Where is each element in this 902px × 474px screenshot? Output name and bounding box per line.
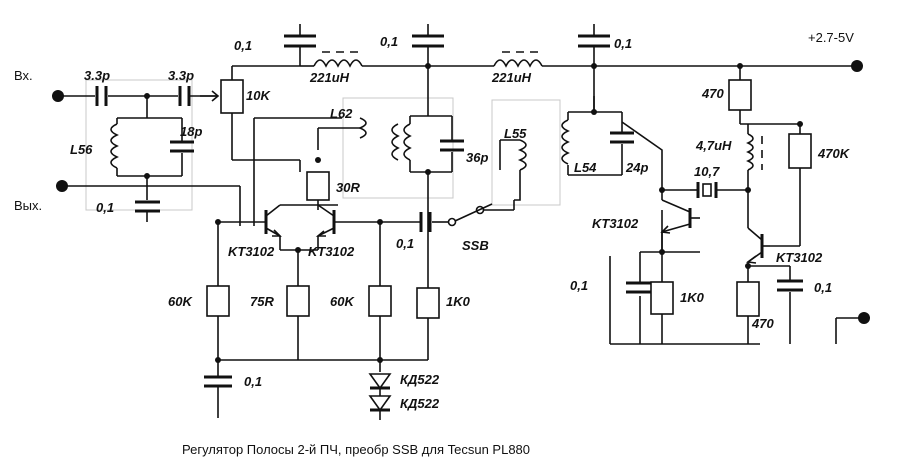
resistor-60k-b [368, 285, 392, 317]
label-c-18p: 18p [180, 124, 202, 139]
capacitor-q4-emitter [777, 279, 803, 292]
label-c-out: 0,1 [96, 200, 114, 215]
transistor-q4 [745, 227, 770, 264]
label-q2: KT3102 [308, 244, 355, 259]
label-r-30: 30R [336, 180, 360, 195]
ground-terminal [858, 312, 870, 324]
label-r-60k-b: 60K [330, 294, 355, 309]
label-q3: KT3102 [592, 216, 639, 231]
label-pot-10k: 10K [246, 88, 271, 103]
label-r-1k0-a: 1K0 [446, 294, 471, 309]
resistor-470k [788, 133, 812, 169]
diode-kd522-1 [368, 373, 392, 390]
label-l-221a: 221uH [309, 70, 350, 85]
label-c-in2: 3.3p [168, 68, 194, 83]
label-d2: КД522 [400, 396, 440, 411]
ssb-switch [447, 203, 493, 227]
label-l55: L55 [504, 126, 527, 141]
label-r-60k-a: 60K [168, 294, 193, 309]
transistor-q3 [660, 190, 700, 252]
label-c-36p: 36p [466, 150, 488, 165]
capacitor-output [135, 200, 160, 222]
resistor-60k-a [206, 285, 230, 317]
label-r-1k0-b: 1K0 [680, 290, 705, 305]
potentiometer-10k [220, 79, 244, 114]
capacitor-18p [170, 140, 194, 153]
shield-outline-middle [342, 97, 454, 199]
diode-kd522-2 [368, 388, 392, 420]
inductor-l56 [110, 123, 119, 169]
label-c-top1: 0,1 [234, 38, 252, 53]
label-c-24p: 24p [625, 160, 648, 175]
resistor-470-bottom [736, 281, 760, 317]
label-xtal: 10,7 [694, 164, 720, 179]
label-r-470-bot: 470 [751, 316, 774, 331]
output-terminal [56, 180, 68, 192]
inductor-middle-tank [391, 123, 412, 161]
input-terminal [52, 90, 64, 102]
inductor-l62 [357, 117, 367, 139]
label-c-top2: 0,1 [380, 34, 398, 49]
output-label: Вых. [14, 198, 42, 213]
label-c-in1: 3.3p [84, 68, 110, 83]
capacitor-3p3-b [178, 86, 191, 106]
resistor-470-top [728, 79, 752, 111]
inductor-l55 [514, 139, 527, 201]
capacitor-coupling [419, 212, 432, 232]
resistor-75r [286, 285, 310, 317]
transistor-q2 [315, 204, 336, 237]
label-q1: KT3102 [228, 244, 275, 259]
label-r-75: 75R [250, 294, 274, 309]
resistor-1k0-b [650, 281, 674, 315]
label-c-bot: 0,1 [244, 374, 262, 389]
label-r-470k: 470K [817, 146, 851, 161]
label-c-top3: 0,1 [614, 36, 632, 51]
label-c-q4e: 0,1 [814, 280, 832, 295]
label-l56: L56 [70, 142, 93, 157]
inductor-l54 [561, 119, 570, 165]
capacitor-36p [440, 139, 464, 152]
capacitor-top-1 [284, 24, 316, 56]
crystal-10-7 [696, 182, 718, 198]
capacitor-top-3 [578, 24, 610, 56]
diagram-caption: Регулятор Полосы 2-й ПЧ, преобр SSB для … [182, 442, 530, 457]
label-ssb: SSB [462, 238, 489, 253]
supply-terminal [851, 60, 863, 72]
inductor-221uh-b [493, 51, 543, 68]
resistor-1k0-a [416, 287, 440, 319]
label-q4: KT3102 [776, 250, 823, 265]
capacitor-top-2 [412, 24, 444, 56]
capacitor-bottom [204, 375, 232, 418]
capacitor-3p3-a [95, 86, 108, 106]
shield-outline-left [85, 79, 193, 211]
capacitor-24p [610, 131, 634, 144]
input-label: Вх. [14, 68, 33, 83]
label-l54: L54 [574, 160, 597, 175]
label-l-221b: 221uH [491, 70, 532, 85]
label-c-couple: 0,1 [396, 236, 414, 251]
label-r-470-top: 470 [701, 86, 724, 101]
resistor-30r [306, 171, 330, 201]
shield-outline-right [491, 99, 561, 206]
capacitor-q3-emitter [626, 281, 654, 294]
supply-label: +2.7-5V [808, 30, 854, 45]
label-c-q3e: 0,1 [570, 278, 588, 293]
label-d1: КД522 [400, 372, 440, 387]
inductor-221uh-a [313, 51, 363, 68]
label-l62: L62 [330, 106, 353, 121]
inductor-4-7uh [746, 133, 763, 171]
label-l-4-7: 4,7uH [695, 138, 732, 153]
transistor-q1 [264, 204, 282, 237]
